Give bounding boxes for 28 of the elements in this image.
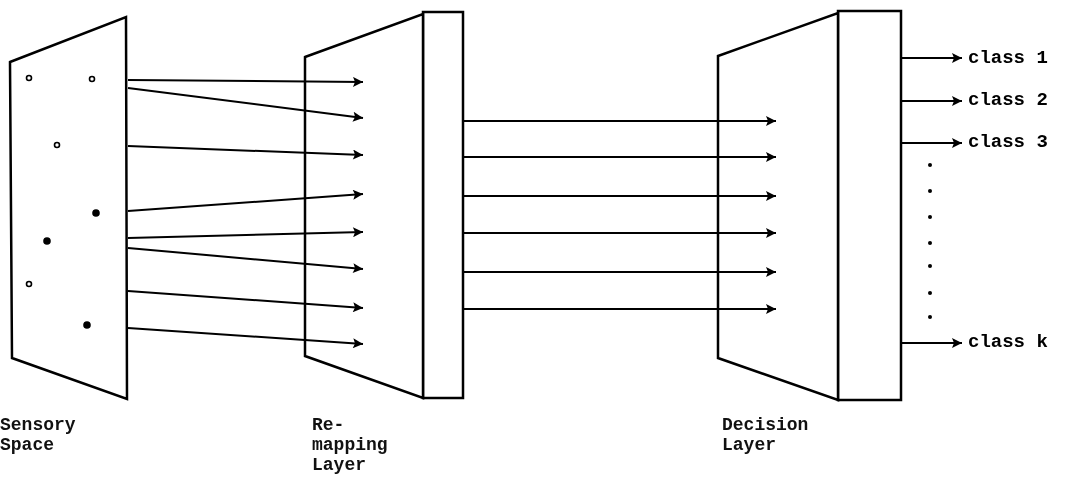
layer-slab — [303, 10, 465, 400]
arrow — [462, 304, 777, 314]
arrow — [462, 267, 777, 277]
arrow — [127, 327, 364, 349]
layer-slab — [716, 9, 903, 402]
arrow — [127, 189, 364, 212]
arrow — [127, 145, 364, 160]
class-label: class 1 — [968, 47, 1048, 69]
arrow — [462, 191, 777, 201]
class-label: class 2 — [968, 89, 1048, 111]
arrow — [462, 152, 777, 162]
arrow — [127, 290, 364, 313]
class-label: class 3 — [968, 131, 1048, 153]
arrow — [127, 87, 364, 122]
layer-caption: Decision Layer — [722, 415, 810, 455]
arrow — [900, 138, 963, 148]
arrow — [900, 96, 963, 106]
arrow — [900, 53, 963, 63]
class-label: class k — [968, 331, 1048, 353]
layer-caption: Re-mapping Layer — [312, 415, 389, 475]
layer-caption: Sensory Space — [0, 415, 77, 455]
arrow — [900, 338, 963, 348]
sensory-panel — [8, 15, 130, 401]
arrow — [127, 227, 364, 239]
arrow — [127, 76, 364, 87]
arrow — [462, 228, 777, 238]
arrow — [127, 247, 364, 274]
arrow — [462, 116, 777, 126]
